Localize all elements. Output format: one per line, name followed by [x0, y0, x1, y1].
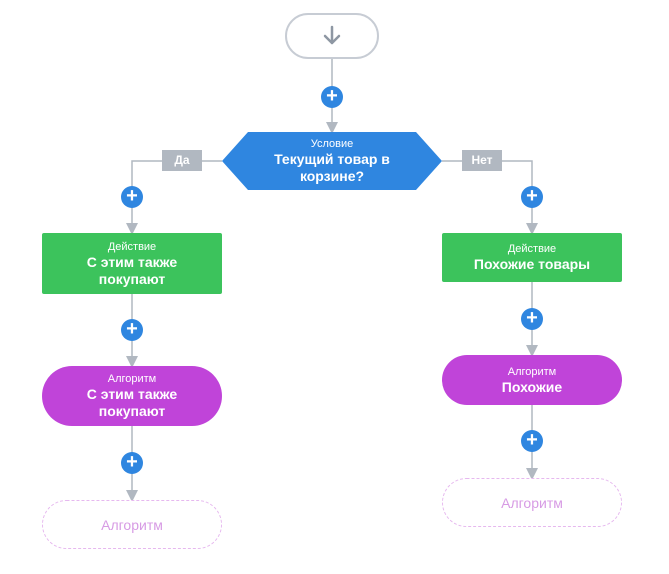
algorithm-title: С этим также покупают — [86, 386, 178, 419]
action-node-left[interactable]: Действие С этим также покупают — [42, 233, 222, 294]
add-step-button-right-2[interactable]: + — [521, 308, 543, 330]
add-step-button-left-2[interactable]: + — [121, 319, 143, 341]
algorithm-kind: Алгоритм — [507, 365, 557, 378]
plus-icon: + — [526, 185, 538, 207]
condition-kind: Условие — [310, 138, 354, 150]
algorithm-kind: Алгоритм — [107, 373, 157, 385]
add-algorithm-placeholder-left[interactable]: Алгоритм — [42, 500, 222, 549]
condition-title: Текущий товар в корзине? — [274, 151, 390, 184]
branch-yes-label: Да — [162, 150, 202, 171]
condition-shape — [222, 132, 442, 190]
add-step-button[interactable]: + — [321, 86, 343, 108]
arrow-down-icon — [323, 25, 341, 45]
condition-node[interactable]: Условие Текущий товар в корзине? — [222, 132, 442, 190]
add-step-button-right-1[interactable]: + — [521, 186, 543, 208]
add-step-button-right-3[interactable]: + — [521, 430, 543, 452]
algorithm-title: Похожие — [501, 378, 563, 395]
branch-no-label: Нет — [462, 150, 502, 171]
plus-icon: + — [126, 451, 138, 473]
plus-icon: + — [526, 307, 538, 329]
action-node-right[interactable]: Действие Похожие товары — [442, 233, 622, 282]
algorithm-node-right[interactable]: Алгоритм Похожие — [442, 355, 622, 405]
action-kind: Действие — [507, 243, 557, 255]
algorithm-node-left[interactable]: Алгоритм С этим также покупают — [42, 366, 222, 426]
add-step-button-left-3[interactable]: + — [121, 452, 143, 474]
plus-icon: + — [126, 318, 138, 340]
start-node — [285, 13, 379, 59]
action-kind: Действие — [107, 240, 157, 253]
plus-icon: + — [326, 85, 338, 107]
plus-icon: + — [126, 185, 138, 207]
add-step-button-left-1[interactable]: + — [121, 186, 143, 208]
action-title: Похожие товары — [473, 256, 591, 272]
action-title: С этим также покупают — [86, 253, 178, 287]
add-algorithm-placeholder-right[interactable]: Алгоритм — [442, 478, 622, 527]
plus-icon: + — [526, 429, 538, 451]
